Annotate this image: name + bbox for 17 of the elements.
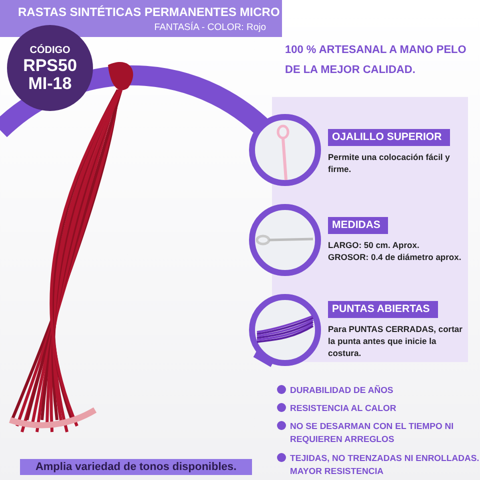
- product-code: RPS50 MI-18: [22, 56, 78, 92]
- feature-bullet: TEJIDAS, NO TRENZADAS NI ENROLLADAS. MAYOR RESISTENCIA: [290, 452, 480, 478]
- subtitle: FANTASÍA - COLOR: Rojo: [153, 22, 266, 33]
- tagline-banner: Amplia variedad de tonos disponibles.: [20, 459, 252, 475]
- title: RASTAS SINTÉTICAS PERMANENTES MICRO: [18, 5, 280, 19]
- feature-description: LARGO: 50 cm. Aprox.: [328, 239, 420, 251]
- feature-heading: PUNTAS ABIERTAS: [328, 301, 438, 318]
- feature-description: Permite una colocación fácil y firme.: [328, 151, 451, 175]
- feature-description: GROSOR: 0.4 de diámetro aprox.: [328, 251, 462, 263]
- feature-bullet: RESISTENCIA AL CALOR: [290, 402, 398, 415]
- intro-text: 100 % ARTESANAL A MANO PELO DE LA MEJOR CALIDAD.: [285, 43, 468, 78]
- code-label: CÓDIGO: [28, 44, 72, 56]
- feature-bullet: DURABILIDAD DE AÑOS: [290, 384, 394, 397]
- feature-heading: OJALILLO SUPERIOR: [328, 129, 450, 146]
- feature-description: Para PUNTAS CERRADAS, cortar la punta antes que inicie la costura.: [328, 323, 464, 359]
- feature-bullet: NO SE DESARMAN CON EL TIEMPO NI REQUIEREN ARREGLOS: [290, 420, 455, 446]
- feature-heading: MEDIDAS: [328, 217, 388, 234]
